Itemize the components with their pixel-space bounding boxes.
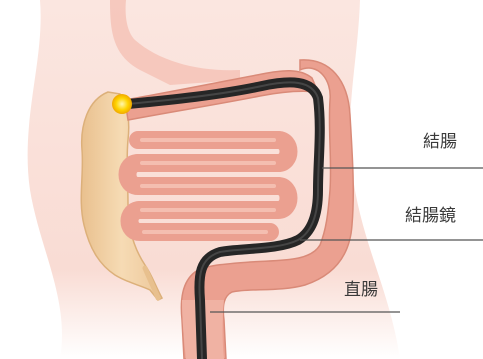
label-colonoscope: 結腸鏡 (405, 206, 456, 226)
scope-tip-light (112, 94, 132, 114)
label-rectum: 直腸 (344, 280, 378, 300)
label-colon: 結腸 (423, 132, 457, 152)
